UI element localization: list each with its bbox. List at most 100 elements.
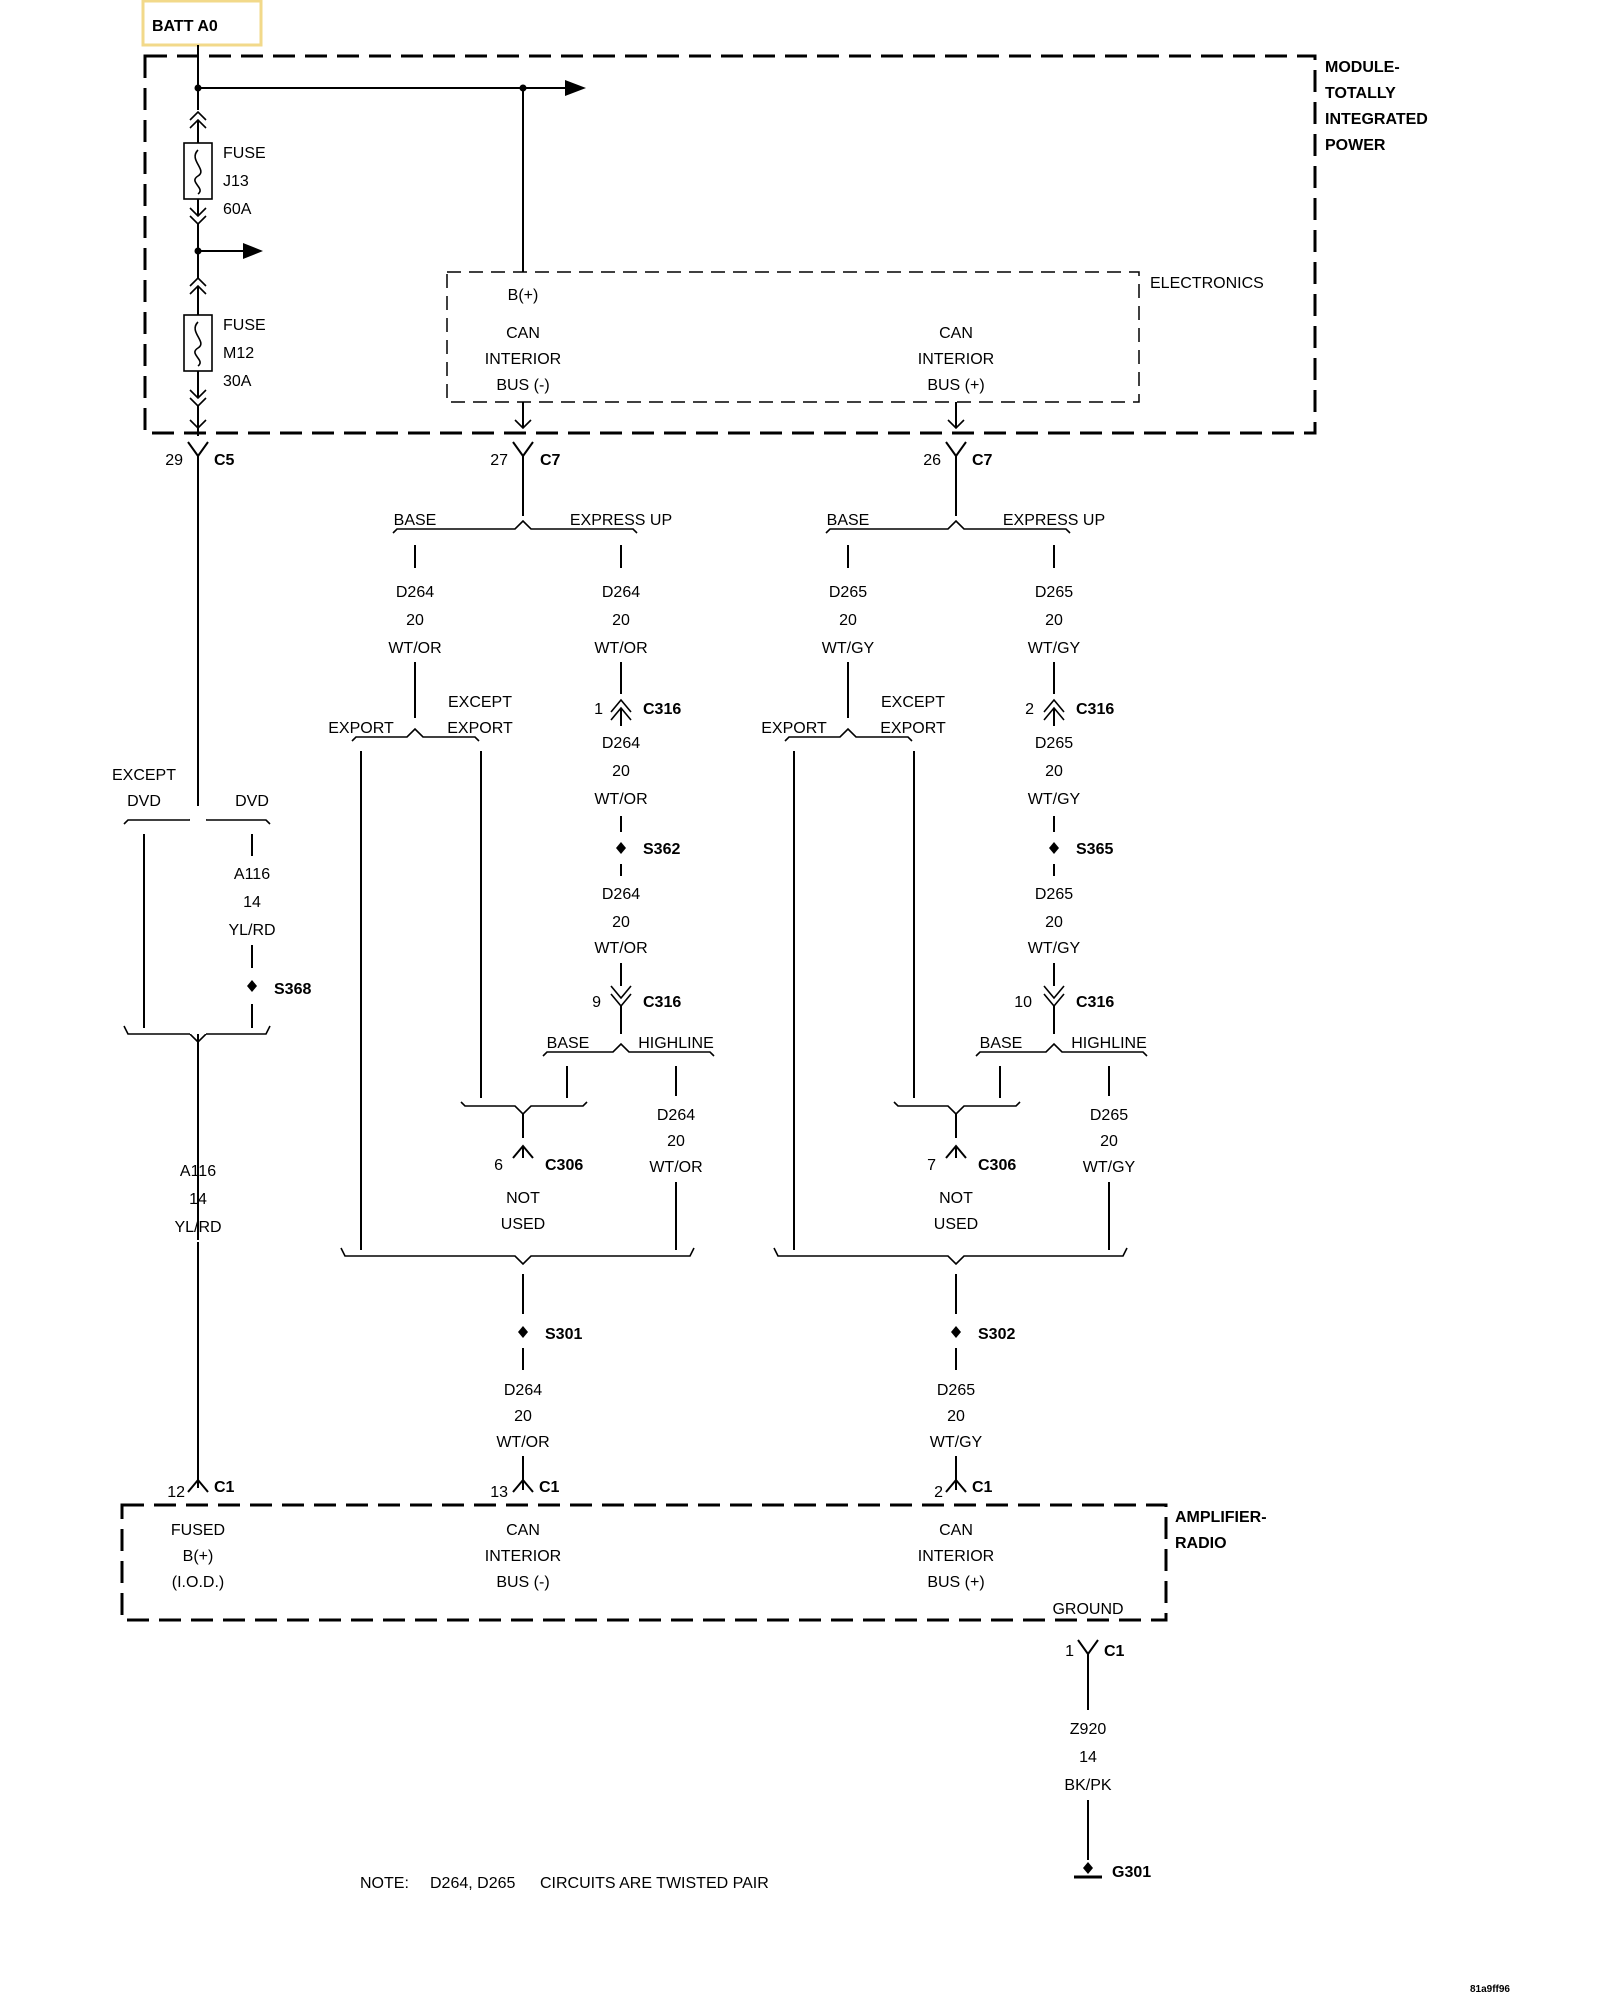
fuse-m12-body-icon	[183, 314, 213, 372]
connector-c5-pin: 29	[165, 452, 183, 469]
can-minus-exit-chevron-icon	[514, 419, 532, 430]
connector-c1-2-pin: 2	[934, 1484, 943, 1501]
fuse-m12-line-1: FUSE	[223, 317, 266, 334]
d264-final-wire-gauge: 20	[514, 1408, 532, 1425]
splice-s365-label: S365	[1076, 841, 1113, 858]
connector-c316-2-pin: 2	[1025, 701, 1034, 718]
d264-express-option: EXPRESS UP	[570, 512, 672, 529]
d264-export-brace-icon	[351, 727, 480, 742]
d265-final-wire-gauge: 20	[947, 1408, 965, 1425]
c306-6-not-used-line-2: USED	[501, 1216, 545, 1233]
connector-c316-10-name: C316	[1076, 994, 1114, 1011]
a116-dvd-wire-color: YL/RD	[228, 922, 275, 939]
connector-c7-minus-pin: 27	[490, 452, 508, 469]
d264-base-wire-code: D264	[396, 584, 434, 601]
connector-c316-10-symbol-icon	[1043, 985, 1065, 1008]
splice-s302-label: S302	[978, 1326, 1015, 1343]
connector-c1-12-name: C1	[214, 1479, 235, 1496]
ground-g301-dot-icon	[1083, 1862, 1093, 1874]
c306-7-not-used-line-1: NOT	[939, 1190, 973, 1207]
fuse-m12-line-2: M12	[223, 345, 254, 362]
connector-c306-6-name: C306	[545, 1157, 583, 1174]
d264-final-wire-code: D264	[504, 1382, 542, 1399]
d264-export-option: EXPORT	[328, 720, 394, 737]
splice-s362-label: S362	[643, 841, 680, 858]
d264-except-export-option: EXPORT	[447, 720, 513, 737]
fuse-m12-element-icon	[194, 321, 202, 367]
splice-s368-label: S368	[274, 981, 311, 998]
can-plus-exit-chevron-icon	[947, 419, 965, 430]
connector-c306-7-symbol-icon	[945, 1114, 967, 1159]
d264-s362-wire-code: D264	[602, 886, 640, 903]
d264-c306-brace-icon	[460, 1101, 588, 1116]
fuse-m12-line-3: 30A	[223, 373, 252, 390]
tipm-name-line-3: INTEGRATED	[1325, 111, 1428, 128]
d265-c316-wire-code: D265	[1035, 735, 1073, 752]
a116-except-dvd-option: DVD	[127, 793, 161, 810]
tipm-can-minus-line-2: INTERIOR	[485, 351, 561, 368]
ground-g301-label: G301	[1112, 1864, 1151, 1881]
connector-c316-1-pin: 1	[594, 701, 603, 718]
d265-s302-brace-icon	[773, 1247, 1128, 1266]
fuse-j13-element-icon	[194, 149, 202, 195]
tipm-can-plus-line-3: BUS (+)	[927, 377, 984, 394]
d265-base-wire-code: D265	[829, 584, 867, 601]
d265-express-wire-code: D265	[1035, 584, 1073, 601]
connector-c316-2-name: C316	[1076, 701, 1114, 718]
a116-dvd-wire-code: A116	[234, 866, 270, 883]
connector-c1-1-pin: 1	[1065, 1643, 1074, 1660]
d264-express-wire-code: D264	[602, 584, 640, 601]
connector-c316-9-symbol-icon	[610, 985, 632, 1008]
connector-c316-9-name: C316	[643, 994, 681, 1011]
connector-c7-plus-name: C7	[972, 452, 993, 469]
a116-dvd-option: DVD	[235, 793, 269, 810]
connector-c306-7-pin: 7	[927, 1157, 936, 1174]
a116-except-option: EXCEPT	[112, 767, 176, 784]
d265-express-wire-gauge: 20	[1045, 612, 1063, 629]
connector-c7-minus-symbol-icon	[512, 441, 534, 516]
d264-final-wire-color: WT/OR	[496, 1434, 549, 1451]
amp-name-line-1: AMPLIFIER-	[1175, 1509, 1267, 1526]
amp-can-plus-line-3: BUS (+)	[927, 1574, 984, 1591]
tipm-can-plus-line-1: CAN	[939, 325, 973, 342]
z920-wire-color: BK/PK	[1064, 1777, 1111, 1794]
tipm-name-line-4: POWER	[1325, 137, 1386, 154]
d265-c316-wire-gauge: 20	[1045, 763, 1063, 780]
splice-s365-icon	[1049, 842, 1059, 854]
d264-c316-wire-color: WT/OR	[594, 791, 647, 808]
d265-except-export-option: EXPORT	[880, 720, 946, 737]
d265-express-option: EXPRESS UP	[1003, 512, 1105, 529]
a116-dvd-wire-gauge: 14	[243, 894, 261, 911]
d264-s362-wire-gauge: 20	[612, 914, 630, 931]
d265-base-wire-color: WT/GY	[822, 640, 875, 657]
splice-s302-icon	[951, 1326, 961, 1338]
connector-c316-1-name: C316	[643, 701, 681, 718]
note-prefix: NOTE:	[360, 1875, 409, 1892]
connector-c1-13-symbol-icon	[512, 1456, 534, 1493]
d265-highline-wire-code: D265	[1090, 1107, 1128, 1124]
connector-c306-6-symbol-icon	[512, 1114, 534, 1159]
fuse-j13-body-icon	[183, 142, 213, 200]
d265-c316-wire-color: WT/GY	[1028, 791, 1081, 808]
d265-export-brace-icon	[784, 727, 913, 742]
d265-base-highline-brace-icon	[975, 1042, 1148, 1057]
d265-export-option: EXPORT	[761, 720, 827, 737]
d265-except-option: EXCEPT	[881, 694, 945, 711]
d264-except-option: EXCEPT	[448, 694, 512, 711]
splice-s301-icon	[518, 1326, 528, 1338]
amplifier-radio-box	[120, 1503, 1168, 1622]
d264-express-wire-gauge: 20	[612, 612, 630, 629]
connector-c7-plus-pin: 26	[923, 452, 941, 469]
battery-bus-arrow-icon	[565, 80, 586, 96]
d265-final-wire-code: D265	[937, 1382, 975, 1399]
connector-c306-6-pin: 6	[494, 1157, 503, 1174]
d264-base-option: BASE	[394, 512, 437, 529]
tipm-can-plus-line-2: INTERIOR	[918, 351, 994, 368]
figure-id: 81a9ff96	[1470, 1984, 1510, 1995]
amp-can-plus-line-1: CAN	[939, 1522, 973, 1539]
splice-s368-icon	[247, 980, 257, 992]
d264-s301-brace-icon	[340, 1247, 695, 1266]
z920-wire-gauge: 14	[1079, 1749, 1097, 1766]
amp-fused-line-1: FUSED	[171, 1522, 225, 1539]
